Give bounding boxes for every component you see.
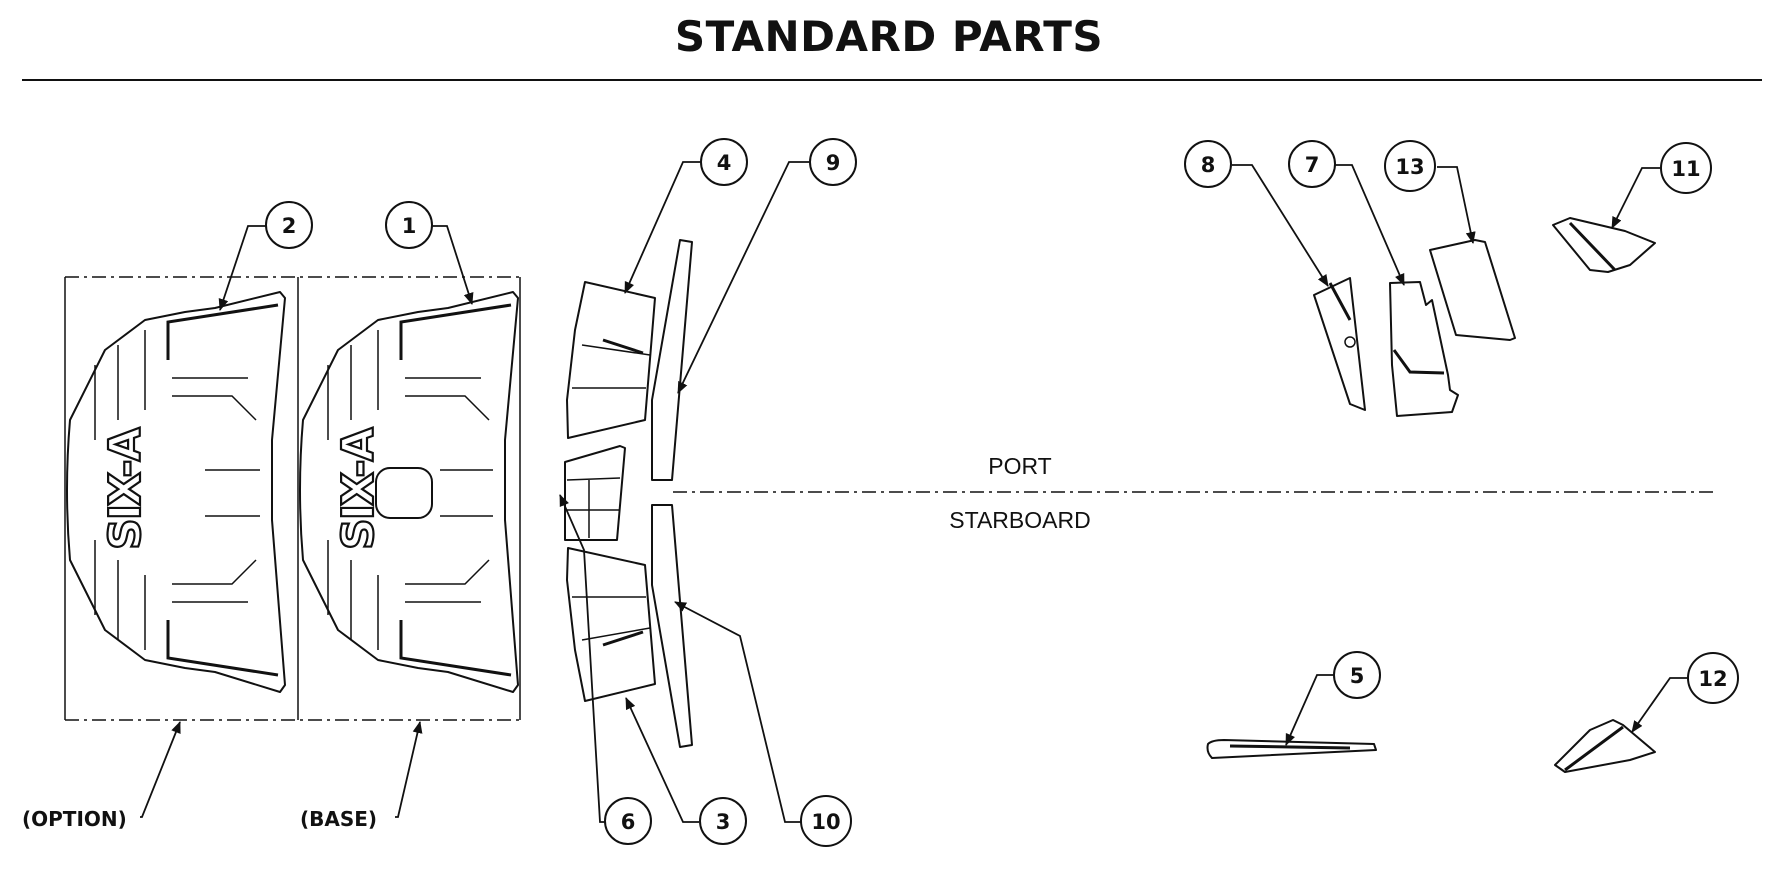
svg-text:8: 8 bbox=[1201, 153, 1216, 177]
part-10-lower-strip bbox=[651, 504, 693, 748]
svg-text:1: 1 bbox=[402, 214, 417, 238]
part-7 bbox=[1389, 281, 1459, 417]
part-8 bbox=[1313, 277, 1366, 411]
svg-text:4: 4 bbox=[717, 151, 732, 175]
svg-text:12: 12 bbox=[1698, 667, 1727, 691]
part-5 bbox=[1206, 739, 1377, 759]
svg-text:13: 13 bbox=[1395, 155, 1424, 179]
base-logo: SIX-A bbox=[333, 427, 384, 550]
title-rule bbox=[22, 79, 1762, 81]
callout-2: 2 bbox=[265, 201, 313, 249]
base-label: (BASE) bbox=[300, 807, 377, 831]
part-3-lower-pad bbox=[566, 547, 656, 702]
callout-8: 8 bbox=[1184, 140, 1232, 188]
option-label: (OPTION) bbox=[22, 807, 127, 831]
svg-text:11: 11 bbox=[1671, 157, 1700, 181]
svg-text:3: 3 bbox=[716, 810, 731, 834]
page-title: STANDARD PARTS bbox=[674, 12, 1104, 61]
part-11 bbox=[1552, 217, 1656, 273]
svg-text:6: 6 bbox=[621, 810, 636, 834]
callout-9: 9 bbox=[809, 138, 857, 186]
part-1-base-transom: SIX-A bbox=[299, 291, 519, 693]
part-6-center-pad bbox=[564, 445, 626, 541]
svg-text:7: 7 bbox=[1305, 153, 1320, 177]
svg-text:10: 10 bbox=[811, 810, 840, 834]
part-2-option-transom: SIX-A bbox=[66, 291, 286, 693]
part-9-upper-strip bbox=[651, 239, 693, 481]
callout-7: 7 bbox=[1288, 140, 1336, 188]
leader-lines bbox=[140, 161, 1690, 823]
callout-11: 11 bbox=[1660, 142, 1712, 194]
part-4-upper-pad bbox=[566, 281, 656, 439]
panel-boxes bbox=[64, 276, 521, 721]
svg-text:5: 5 bbox=[1350, 664, 1365, 688]
option-logo: SIX-A bbox=[100, 427, 151, 550]
svg-text:2: 2 bbox=[282, 214, 297, 238]
callout-13: 13 bbox=[1384, 140, 1436, 192]
callout-3: 3 bbox=[699, 797, 747, 845]
part-13 bbox=[1429, 239, 1516, 341]
port-label: PORT bbox=[988, 453, 1051, 479]
starboard-label: STARBOARD bbox=[949, 507, 1090, 533]
callout-6: 6 bbox=[604, 797, 652, 845]
callout-4: 4 bbox=[700, 138, 748, 186]
callout-12: 12 bbox=[1687, 652, 1739, 704]
callout-1: 1 bbox=[385, 201, 433, 249]
callout-5: 5 bbox=[1333, 651, 1381, 699]
callout-10: 10 bbox=[800, 795, 852, 847]
svg-text:9: 9 bbox=[826, 151, 841, 175]
part-12 bbox=[1554, 719, 1656, 773]
